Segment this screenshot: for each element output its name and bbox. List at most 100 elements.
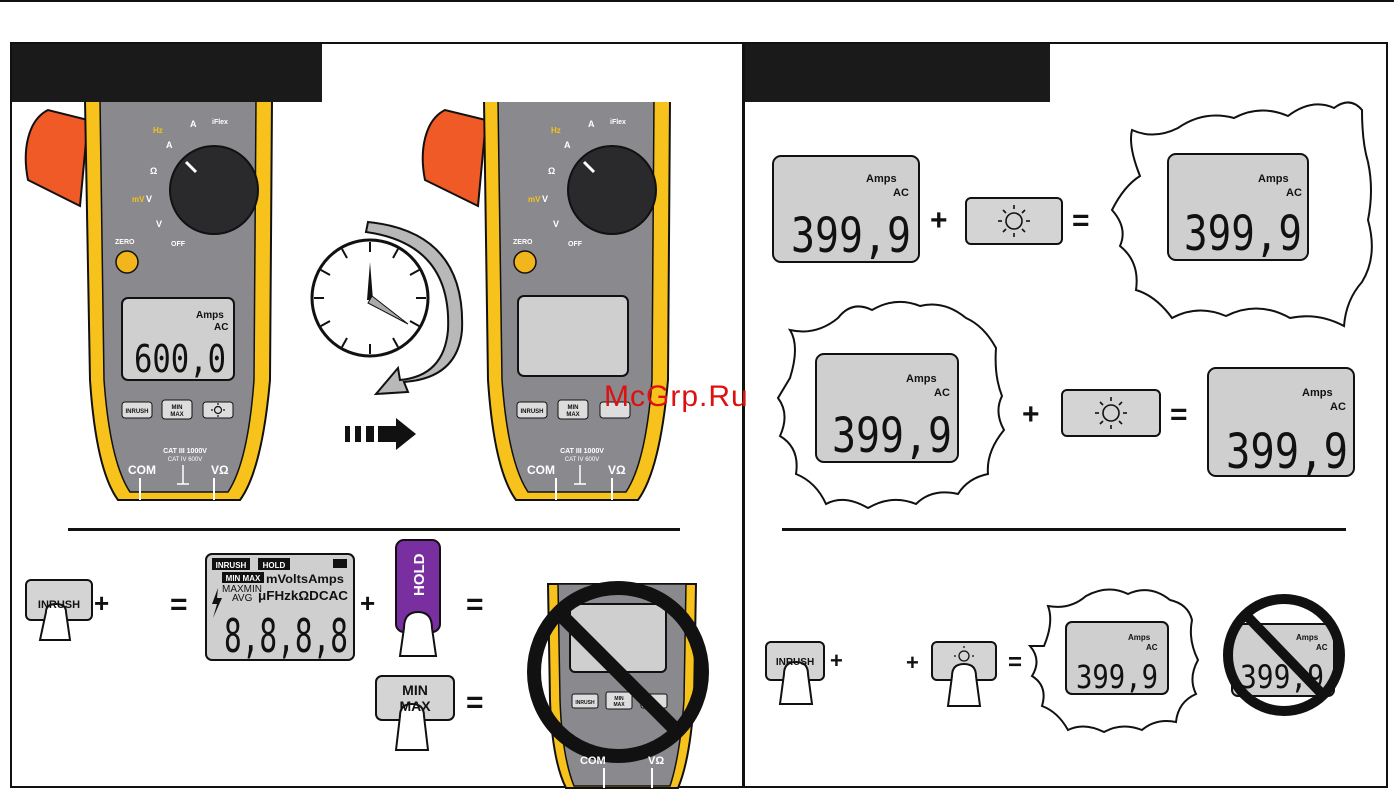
zero-button[interactable] <box>115 250 139 274</box>
prohibited-lcd <box>1223 594 1345 716</box>
lcd3-mode: AC <box>934 387 950 399</box>
dial-label-a-ac: A <box>166 140 173 150</box>
equals-sign-2: = <box>466 588 484 621</box>
inrush-press-key-2 <box>765 641 825 705</box>
inrush-annunciator-bg <box>212 558 250 570</box>
plus-sign-4: + <box>1022 398 1040 431</box>
meter-lcd-unit: Amps <box>196 310 224 321</box>
finger-press-icon-3 <box>394 702 430 751</box>
maxmin-annunciator: MAXMIN <box>222 584 262 595</box>
zero-label-2: ZERO <box>513 239 533 246</box>
meter-lcd-blank <box>517 295 629 377</box>
lcd3-unit: Amps <box>906 373 937 385</box>
rotary-dial[interactable] <box>169 145 259 235</box>
dial-label-a-dc: A <box>190 119 197 129</box>
clock-minute-hand <box>367 295 409 325</box>
dashed-arrow-icon <box>345 418 416 450</box>
max-button-label: MAX <box>170 412 183 418</box>
minmax-button-2[interactable] <box>557 399 589 420</box>
dial2-label-mv: mV <box>528 195 541 204</box>
backlight-icon <box>211 403 225 417</box>
lcd1-reading: 399,9 <box>791 208 911 264</box>
inrush-press-key <box>25 579 93 641</box>
prohibited-inrush-label: INRUSH <box>575 700 595 706</box>
lcd4-mode: AC <box>1330 401 1346 413</box>
inrush-button[interactable] <box>121 401 153 419</box>
lcd5-unit: Amps <box>1128 633 1151 642</box>
hazard-icon <box>212 588 222 618</box>
equals-sign-6: = <box>1008 649 1022 676</box>
lcd6-mode: AC <box>1316 643 1328 652</box>
dial-label-ohm: Ω <box>150 166 157 176</box>
column-divider <box>742 42 745 788</box>
dial2-label-a-dc: A <box>588 119 595 129</box>
lcd-backlight-on <box>1167 153 1309 261</box>
minmax-annunciator-bg <box>222 572 264 583</box>
avg-annunciator: AVG <box>232 593 253 604</box>
finger-press-icon <box>38 602 72 641</box>
top-rule <box>0 0 1394 2</box>
minmax-press-key <box>375 675 455 751</box>
dial2-label-ohm: Ω <box>548 166 555 176</box>
prohibited-max-label: MAX <box>613 702 625 708</box>
battery-icon <box>333 559 347 568</box>
rotary-dial-2[interactable] <box>567 145 657 235</box>
backlight-key[interactable] <box>965 197 1063 245</box>
sun-icon <box>998 205 1030 237</box>
min-button-label: MIN <box>172 405 183 411</box>
max-button-label-2: MAX <box>566 412 579 418</box>
plus-sign-5: + <box>830 648 843 673</box>
hold-annunciator: HOLD <box>263 561 286 570</box>
lcd6-unit: Amps <box>1296 633 1319 642</box>
lcd2-unit: Amps <box>1258 173 1289 185</box>
com-jack-label-2: COM <box>527 463 555 477</box>
clamp-meter-on <box>24 102 273 501</box>
dial-label-v-dc: V <box>146 194 152 204</box>
dial-label-hz: Hz <box>153 126 163 135</box>
lcd4-reading: 399,9 <box>1226 424 1348 480</box>
inrush-annunciator: INRUSH <box>216 561 247 570</box>
page-frame <box>10 42 1388 788</box>
prohibited-meter <box>527 581 709 789</box>
plus-sign-1: + <box>94 588 109 618</box>
inrush-button-label: INRUSH <box>125 409 148 415</box>
lcd5-reading: 399,9 <box>1076 658 1158 696</box>
plus-sign-3: + <box>930 204 948 237</box>
vohm-jack-label: VΩ <box>211 463 229 477</box>
com-jack-label: COM <box>128 463 156 477</box>
meter-lcd <box>121 297 235 381</box>
lcd1-mode: AC <box>893 187 909 199</box>
minmax-annunciator: MIN MAX <box>226 574 261 583</box>
max-key-label: MAX <box>399 698 431 714</box>
zero-button-2[interactable] <box>513 250 537 274</box>
lcd-before-backlight <box>772 155 920 263</box>
backlight-button-2[interactable] <box>599 401 631 419</box>
finger-press-icon-2 <box>398 610 438 657</box>
lcd-small-lit <box>1065 621 1169 695</box>
right-section-rule <box>782 528 1346 531</box>
inrush-button-label-2: INRUSH <box>520 409 543 415</box>
sun-icon-2 <box>1095 397 1127 429</box>
backlight-button[interactable] <box>202 401 234 419</box>
inrush-button-2[interactable] <box>516 401 548 419</box>
backlight-key-2[interactable] <box>1061 389 1161 437</box>
hold-key-label: HOLD <box>411 553 428 596</box>
prohibited-com-label: COM <box>580 755 606 767</box>
dial-pointer <box>184 160 198 174</box>
watermark: McGrp.Ru <box>604 380 749 413</box>
meter-lcd-mode: AC <box>214 322 228 333</box>
meter-lcd-reading: 600,0 <box>134 337 226 381</box>
plus-sign-6: + <box>906 650 919 675</box>
plus-sign-2: + <box>360 588 375 618</box>
inrush-key-label: INRUSH <box>38 599 80 611</box>
prohibited-icon <box>527 581 709 763</box>
dial2-label-off: OFF <box>568 241 583 248</box>
zero-label: ZERO <box>115 239 135 246</box>
finger-press-icon-5 <box>946 662 982 707</box>
dial2-label-v-dc: V <box>542 194 548 204</box>
hold-press-key <box>395 539 441 657</box>
prohibited-vohm-label: VΩ <box>648 755 664 767</box>
minmax-button[interactable] <box>161 399 193 420</box>
units-annunciator-row2: μFHzkΩDCAC <box>258 588 349 603</box>
